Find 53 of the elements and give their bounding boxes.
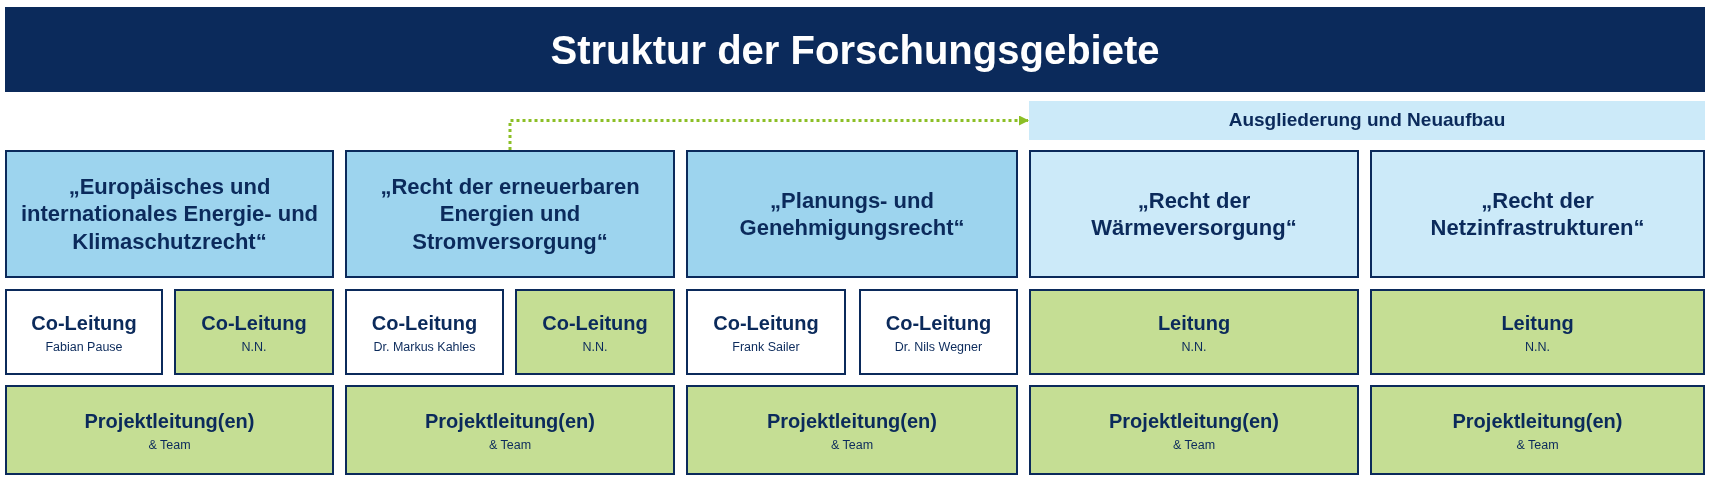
person-name: Frank Sailer [732,338,800,356]
role-title: Projektleitung(en) [84,408,255,434]
leader-box [345,289,504,375]
research-area-box [1029,150,1359,278]
leader-box [5,289,163,375]
role-title: Co-Leitung [542,310,648,336]
team-box [1370,289,1705,375]
team-box [1029,289,1359,375]
leader-box [686,289,846,375]
role-title: Co-Leitung [31,310,137,336]
role-title: Co-Leitung [371,310,478,336]
banner-box [1029,101,1705,140]
team-box [1370,385,1705,475]
person-name: Fabian Pause [45,338,123,356]
role-title: Leitung [1157,310,1231,336]
person-name: & Team [830,436,874,454]
role-title: Co-Leitung [885,310,992,336]
area-title: „Europäisches und internationales Energie- und Klimaschutzrecht“ [19,172,319,256]
person-name: & Team [148,436,191,454]
research-area-box [686,150,1018,278]
person-name: & Team [1516,436,1559,454]
role-title: Projektleitung(en) [1452,408,1623,434]
title: Struktur der Forschungsgebiete [550,26,1160,74]
person-name: N.N. [1181,338,1207,356]
team-box [5,385,334,475]
person-name: & Team [1172,436,1216,454]
role-title: Co-Leitung [201,310,307,336]
team-box [174,289,334,375]
research-area-box [345,150,675,278]
research-area-box [1370,150,1705,278]
leader-box [859,289,1018,375]
person-name: N.N. [1525,338,1550,356]
area-title: „Planungs- und Genehmigungsrecht“ [738,186,966,242]
role-title: Leitung [1501,310,1574,336]
role-title: Projektleitung(en) [425,408,595,434]
team-box [345,385,675,475]
role-title: Projektleitung(en) [767,408,937,434]
person-name: Dr. Markus Kahles [373,338,476,356]
research-area-box [5,150,334,278]
team-box [515,289,675,375]
area-title: „Recht der Wärmeversorgung“ [1090,186,1298,242]
role-title: Ausgliederung und Neuaufbau [1228,108,1506,133]
person-name: & Team [488,436,532,454]
area-title: „Recht der erneuerbaren Energien und Stromversorgung“ [379,172,641,256]
person-name: N.N. [582,338,608,356]
team-box [686,385,1018,475]
area-title: „Recht der Netzinfrastrukturen“ [1429,186,1646,242]
person-name: N.N. [241,338,267,356]
dotted-arrow [508,115,1029,150]
role-title: Projektleitung(en) [1109,408,1279,434]
role-title: Co-Leitung [713,310,819,336]
team-box [1029,385,1359,475]
person-name: Dr. Nils Wegner [894,338,983,356]
